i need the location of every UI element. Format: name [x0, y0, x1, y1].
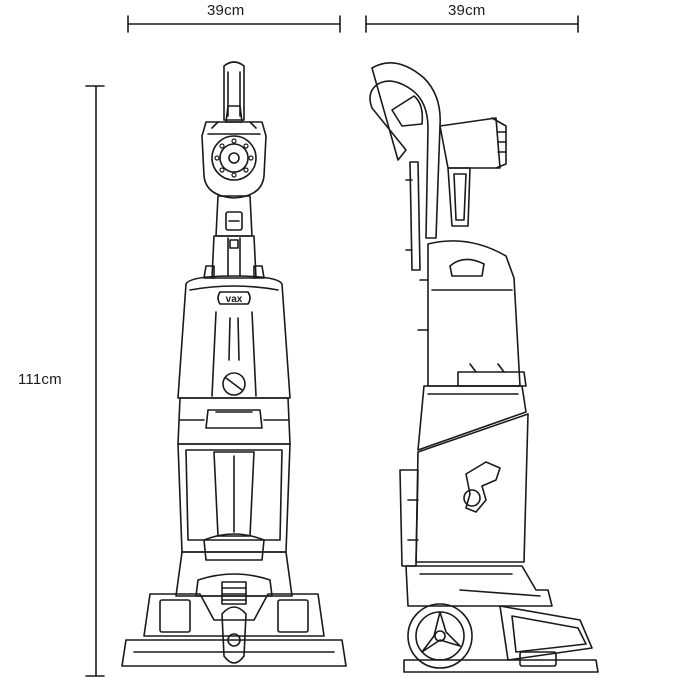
- front-floor-head: [143, 593, 325, 637]
- front-hose-icon: [221, 581, 247, 605]
- side-handle-loop: [369, 62, 441, 239]
- side-spray-tool-icon: [465, 461, 501, 513]
- side-width-label: 39cm: [448, 2, 486, 19]
- front-knob-icon: [222, 372, 246, 396]
- front-width-label: 39cm: [207, 2, 245, 19]
- front-upper-tank: [177, 275, 291, 399]
- height-label: 111cm: [18, 371, 62, 388]
- side-floor-shoe: [403, 659, 599, 673]
- dimension-height: [85, 85, 105, 677]
- side-base: [405, 565, 553, 607]
- front-view: [121, 61, 347, 667]
- side-latch: [457, 371, 527, 387]
- side-view: [369, 62, 599, 673]
- front-nozzle: [221, 606, 247, 664]
- side-mid-band: [417, 385, 527, 451]
- dimension-width-side: [365, 15, 579, 33]
- front-brush-bar: [121, 639, 347, 667]
- side-accessory-holder: [439, 117, 501, 169]
- side-upper-tank: [427, 240, 521, 387]
- front-base-housing: [175, 551, 293, 597]
- front-handle-grip: [223, 61, 245, 121]
- front-mid-band: [177, 397, 291, 445]
- side-lower-tank: [415, 413, 529, 563]
- front-lower-stem: [211, 235, 257, 279]
- dimension-width-front: [127, 15, 341, 33]
- side-wheel-icon: [407, 603, 473, 669]
- vax-logo-badge: [217, 291, 251, 305]
- dial-icon: [211, 135, 257, 181]
- side-foot: [499, 605, 593, 661]
- front-handle-head: [201, 121, 267, 199]
